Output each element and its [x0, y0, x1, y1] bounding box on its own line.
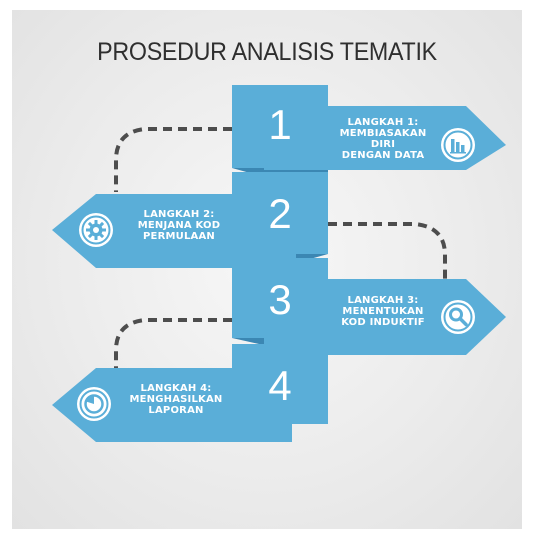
- step-1-number: 1: [268, 101, 292, 148]
- step-2-number: 2: [268, 190, 292, 237]
- connector-dashes: [114, 127, 447, 375]
- step-3-block: [232, 258, 328, 338]
- step-4-label-line: MENGHASILKAN: [129, 394, 223, 405]
- gear-icon: [79, 213, 113, 247]
- step-3-label-line: KOD INDUKTIF: [341, 317, 425, 328]
- step-2-label-line: MENJANA KOD: [137, 220, 221, 231]
- step-4-number: 4: [268, 362, 292, 409]
- step-2-block: [232, 172, 328, 254]
- step-1-label-line: LANGKAH 1:: [347, 117, 419, 128]
- connector-3-4: [114, 318, 232, 375]
- step-2-label-line: LANGKAH 2:: [143, 209, 215, 220]
- step-3-number: 3: [268, 276, 292, 323]
- step-3-label: LANGKAH 3: MENENTUKAN KOD INDUKTIF: [330, 295, 436, 328]
- step-1-label: LANGKAH 1: MEMBIASAKAN DIRI DENGAN DATA: [330, 117, 436, 161]
- magnifier-icon: [441, 300, 475, 334]
- step-2-label-line: PERMULAAN: [143, 231, 215, 242]
- step-1-label-line: MEMBIASAKAN: [339, 128, 427, 139]
- step-2-label: LANGKAH 2: MENJANA KOD PERMULAAN: [126, 209, 232, 242]
- step-4-label: LANGKAH 4: MENGHASILKAN LAPORAN: [120, 383, 232, 416]
- connector-2-3: [328, 222, 447, 283]
- step-3-label-line: MENENTUKAN: [342, 306, 424, 317]
- step-1-block: [232, 85, 328, 168]
- step-3-group: [232, 258, 506, 355]
- step-4-label-line: LAPORAN: [148, 405, 204, 416]
- step-1-label-line: DIRI: [370, 139, 396, 150]
- bar-chart-icon: [441, 128, 475, 162]
- pie-chart-icon: [77, 387, 111, 421]
- connector-1-2: [114, 127, 232, 192]
- step-4-group: [52, 344, 328, 442]
- diagram-title: PROSEDUR ANALISIS TEMATIK: [97, 38, 437, 66]
- step-1-label-line: DENGAN DATA: [341, 150, 425, 161]
- step-4-block: [232, 344, 328, 424]
- step-3-label-line: LANGKAH 3:: [347, 295, 419, 306]
- step-4-label-line: LANGKAH 4:: [140, 383, 212, 394]
